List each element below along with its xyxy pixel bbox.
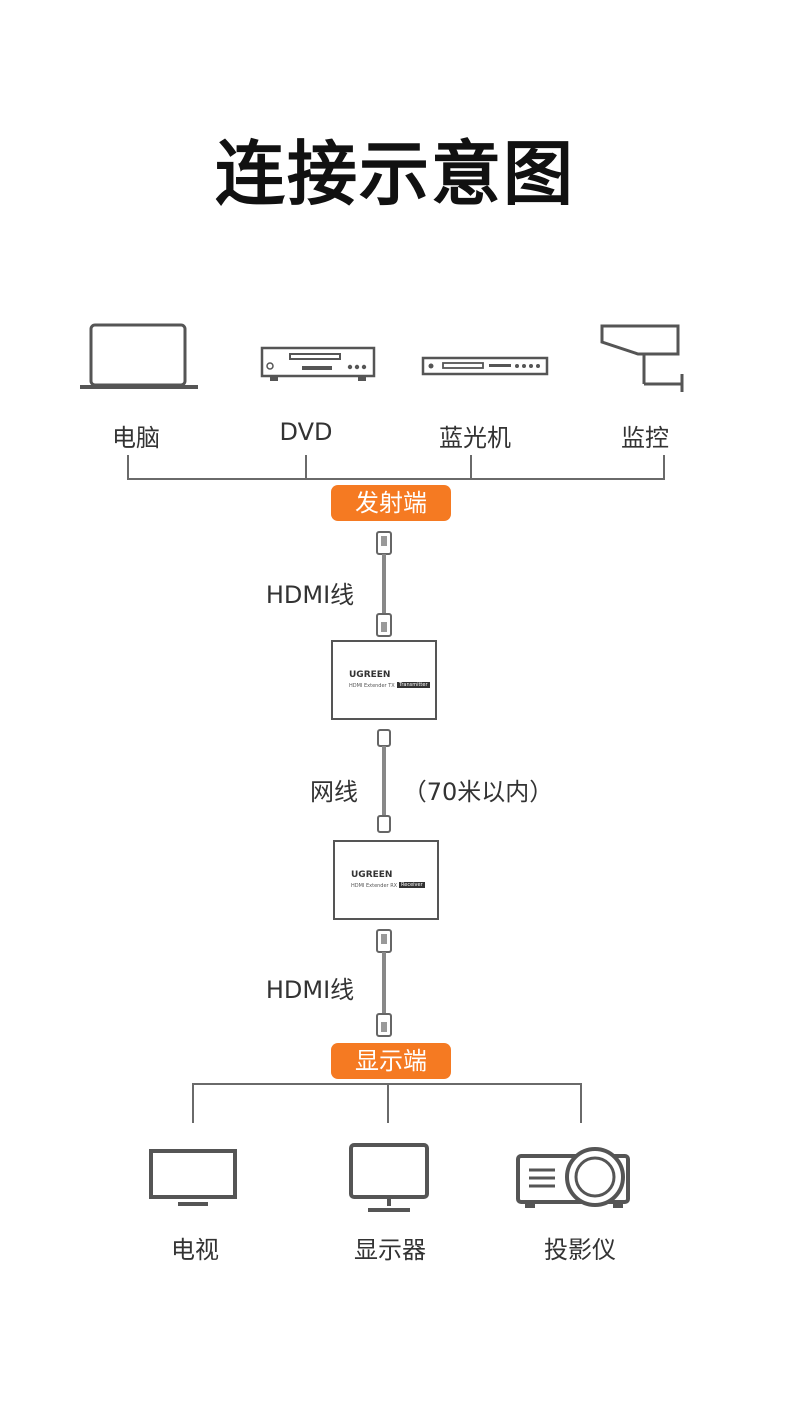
- security-camera-icon: [598, 322, 688, 392]
- receiver-badge: Receiver: [399, 882, 425, 888]
- bracket-rise-2: [387, 1083, 389, 1123]
- display-label-projector: 投影仪: [544, 1236, 616, 1264]
- receiver-tag: 显示端: [331, 1043, 451, 1079]
- network-cable-label: 网线: [310, 778, 358, 806]
- page-title: 连接示意图: [215, 133, 575, 215]
- hdmi-cable-bottom: [374, 928, 394, 1038]
- bracket-rise-1: [192, 1083, 194, 1123]
- laptop-icon: [80, 322, 198, 392]
- display-label-tv: 电视: [171, 1236, 219, 1264]
- bracket-drop-1: [127, 455, 129, 480]
- source-label-dvd: DVD: [279, 418, 333, 446]
- receiver-box: UGREEN HDMI Extender RX Receiver: [333, 840, 439, 920]
- projector-icon: [515, 1144, 633, 1210]
- source-label-computer: 电脑: [112, 424, 160, 452]
- bracket-drop-3: [470, 455, 472, 480]
- tv-icon: [148, 1148, 238, 1208]
- bracket-drop-4: [663, 455, 665, 480]
- receiver-brand: UGREEN: [351, 870, 393, 880]
- network-cable: [374, 728, 394, 834]
- receiver-model: HDMI Extender RX: [351, 883, 398, 889]
- network-cable-note: （70米以内）: [402, 778, 554, 806]
- hdmi-cable-top: [374, 530, 394, 638]
- source-label-monitoring: 监控: [621, 424, 669, 452]
- source-label-bluray: 蓝光机: [439, 424, 511, 452]
- hdmi-cable-bottom-label: HDMI线: [265, 976, 355, 1004]
- bluray-player-icon: [421, 356, 549, 378]
- transmitter-badge: Transmitter: [397, 682, 430, 688]
- hdmi-cable-top-label: HDMI线: [265, 581, 355, 609]
- transmitter-model: HDMI Extender TX: [349, 683, 395, 689]
- transmitter-box: UGREEN HDMI Extender TX Transmitter: [331, 640, 437, 720]
- transmitter-tag: 发射端: [331, 485, 451, 521]
- transmitter-brand: UGREEN: [349, 670, 391, 680]
- bracket-rise-3: [580, 1083, 582, 1123]
- dvd-player-icon: [260, 346, 376, 382]
- bracket-drop-2: [305, 455, 307, 480]
- monitor-icon: [348, 1142, 430, 1214]
- display-label-monitor: 显示器: [354, 1236, 426, 1264]
- bracket-bar-top: [127, 478, 665, 480]
